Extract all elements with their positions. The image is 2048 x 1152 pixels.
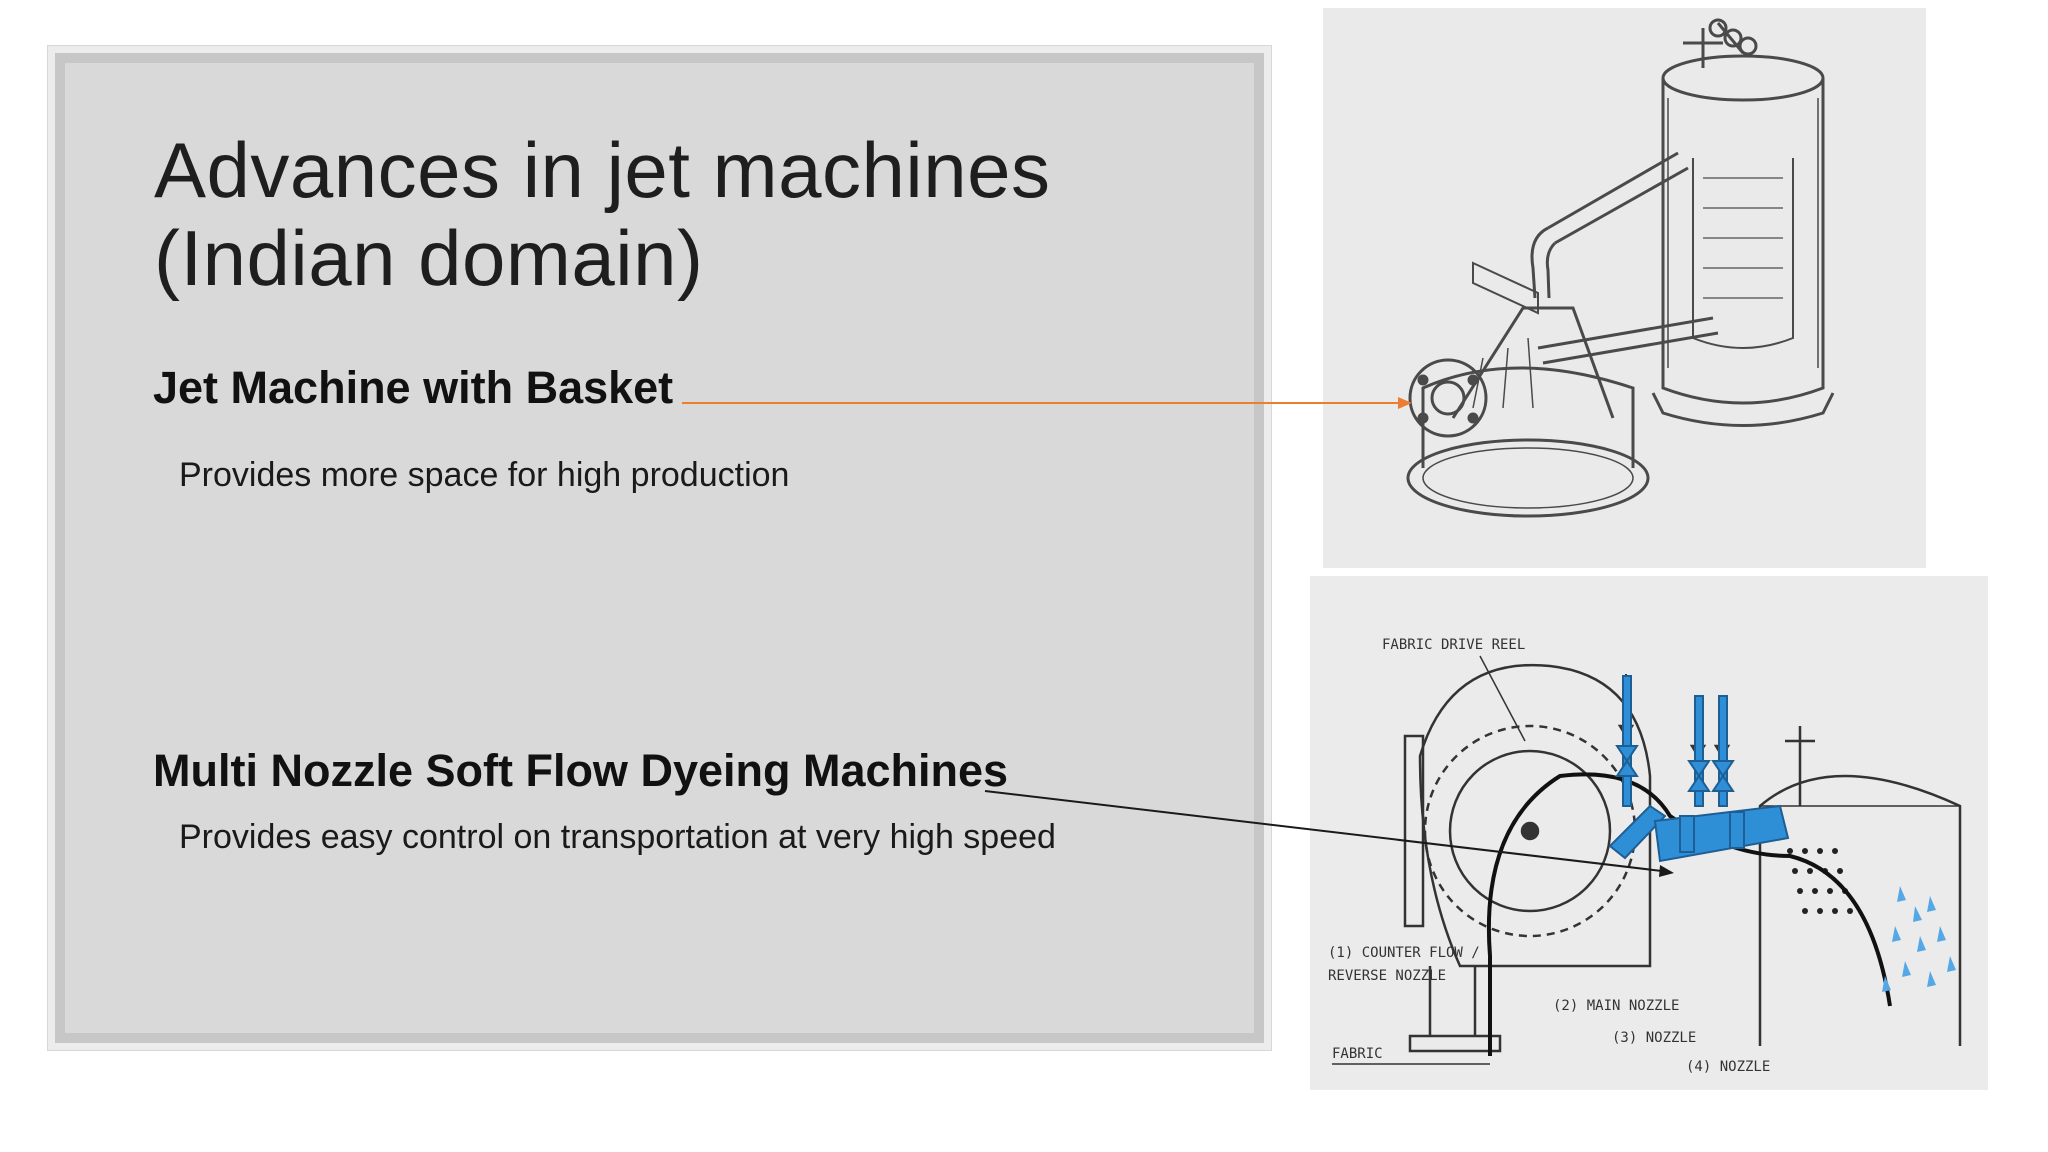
multi-nozzle-machine-diagram: FABRIC DRIVE REEL (1) COUNTER FLOW / REV… [1328,637,1962,1075]
title-line-2: (Indian domain) [154,214,704,302]
label-counter-flow-line1: (1) COUNTER FLOW / [1328,945,1480,961]
section-description-multi-nozzle: Provides easy control on transportation … [179,818,1056,856]
label-nozzle-4: (4) NOZZLE [1686,1059,1770,1075]
section-heading-multi-nozzle: Multi Nozzle Soft Flow Dyeing Machines [153,745,1009,796]
jet-machine-basket-illustration [1323,8,1926,568]
label-counter-flow-line2: REVERSE NOZZLE [1328,968,1446,984]
label-fabric-drive-reel: FABRIC DRIVE REEL [1382,637,1525,653]
label-nozzle-3: (3) NOZZLE [1612,1030,1696,1046]
section-description-jet-basket: Provides more space for high production [179,456,790,494]
section-heading-jet-basket: Jet Machine with Basket [153,362,674,413]
label-fabric: FABRIC [1332,1046,1383,1062]
slide-title: Advances in jet machines (Indian domain) [154,126,1050,302]
label-main-nozzle: (2) MAIN NOZZLE [1553,998,1679,1014]
title-line-1: Advances in jet machines [154,126,1051,214]
multi-nozzle-machine-illustration: FABRIC DRIVE REEL (1) COUNTER FLOW / REV… [1310,576,1988,1090]
jet-machine-basket-drawing [1406,18,1835,518]
